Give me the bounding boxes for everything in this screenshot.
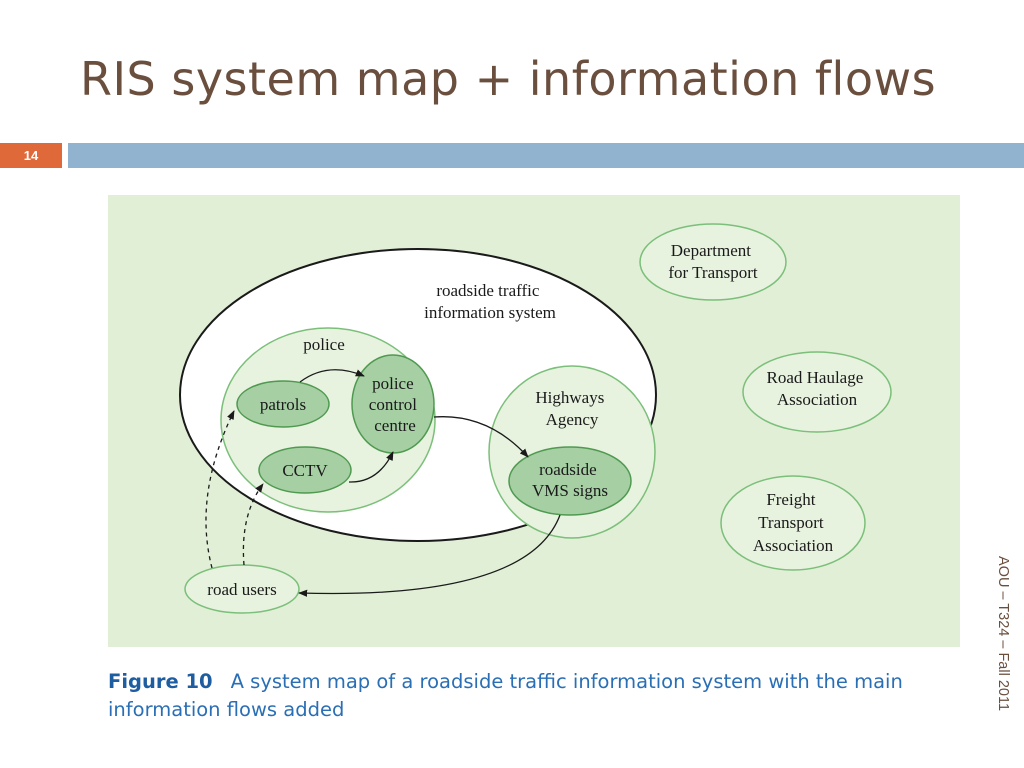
road-haulage-association-node xyxy=(742,351,892,433)
system-map-diagram: roadside traffic information system poli… xyxy=(108,195,960,647)
arrow-road-users-to-cctv xyxy=(242,483,264,566)
freight-transport-association-label: Freight Transport Association xyxy=(753,490,834,555)
cctv-node xyxy=(258,446,352,494)
title-underline-bar xyxy=(68,143,1024,168)
police-control-centre-label: police control centre xyxy=(369,374,421,435)
freight-transport-association-node xyxy=(720,475,866,571)
department-for-transport-node xyxy=(639,223,787,301)
department-for-transport-label: Department for Transport xyxy=(668,241,758,282)
slide-title: RIS system map + information flows xyxy=(80,52,937,106)
arrow-patrols-to-control-centre xyxy=(299,369,365,383)
police-label: police xyxy=(303,335,345,354)
patrols-node xyxy=(236,380,330,428)
road-haulage-association-label: Road Haulage Association xyxy=(766,368,867,409)
highways-agency-label: Highways Agency xyxy=(535,388,608,429)
course-footer: AOU – T324 – Fall 2011 xyxy=(995,556,1011,712)
roadside-vms-node xyxy=(508,446,632,516)
road-users-label: road users xyxy=(207,580,276,599)
slide-number: 14 xyxy=(0,143,62,168)
arrow-cctv-to-control-centre xyxy=(348,451,394,483)
figure-caption-text: A system map of a roadside traffic infor… xyxy=(108,670,903,721)
roadside-vms-label: roadside VMS signs xyxy=(532,460,608,500)
arrow-vms-to-road-users xyxy=(298,514,561,597)
figure-label: Figure 10 xyxy=(108,670,213,693)
patrols-label: patrols xyxy=(260,395,306,414)
arrow-control-centre-to-vms xyxy=(433,416,529,458)
system-label: roadside traffic information system xyxy=(424,281,556,322)
cctv-label: CCTV xyxy=(282,461,328,480)
arrow-road-users-to-patrols xyxy=(205,410,235,569)
road-users-node xyxy=(184,564,300,614)
